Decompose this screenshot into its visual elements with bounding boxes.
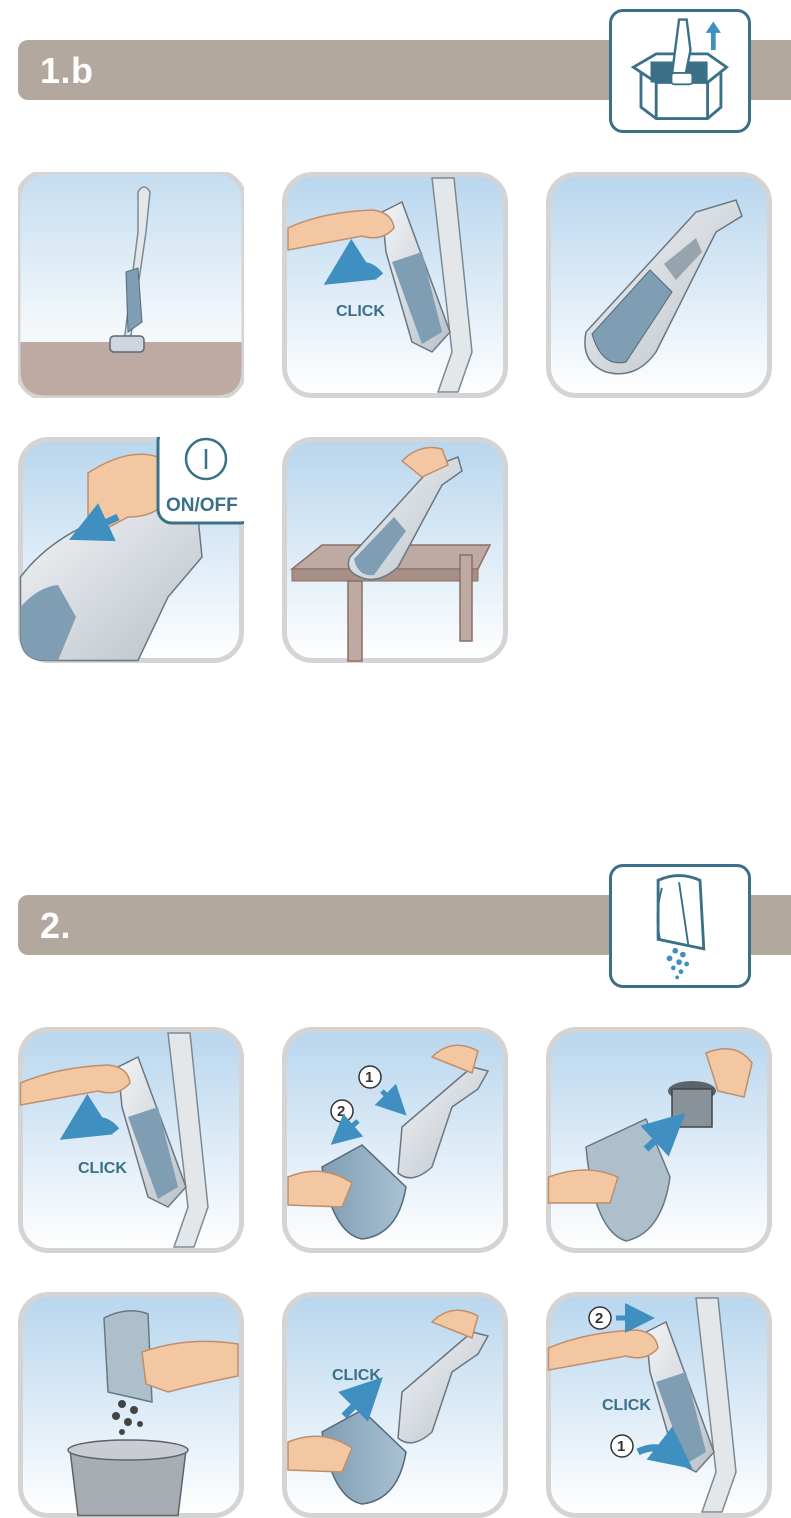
on-off-label: ON/OFF xyxy=(166,495,238,516)
click-label: CLICK xyxy=(332,1367,381,1384)
illustration-reattach-container-click: CLICK xyxy=(282,1292,508,1518)
step-number-1: 1 xyxy=(365,1069,373,1086)
illustration-remove-container: 1 2 xyxy=(282,1027,508,1253)
illustration-clean-table xyxy=(282,437,508,663)
illustration-reattach-handheld-click: 2 CLICK 1 xyxy=(546,1292,772,1518)
click-label: CLICK xyxy=(602,1397,651,1414)
illustration-upright-vacuum xyxy=(18,172,244,398)
click-label: CLICK xyxy=(78,1160,127,1177)
step-number-2: 2 xyxy=(595,1310,603,1327)
unpack-box-icon xyxy=(609,9,751,133)
illustration-detach-handheld-click: CLICK xyxy=(282,172,508,398)
section-title: 1.b xyxy=(40,50,94,92)
illustration-press-on-off: ON/OFF xyxy=(18,437,244,663)
step-number-1: 1 xyxy=(617,1438,625,1455)
empty-dust-container-icon xyxy=(609,864,751,988)
click-label: CLICK xyxy=(336,303,385,320)
illustration-remove-filter xyxy=(546,1027,772,1253)
section-title: 2. xyxy=(40,905,71,947)
illustration-handheld-unit xyxy=(546,172,772,398)
illustration-empty-into-bin xyxy=(18,1292,244,1518)
step-number-2: 2 xyxy=(337,1103,345,1120)
illustration-detach-handheld-click-2: CLICK xyxy=(18,1027,244,1253)
